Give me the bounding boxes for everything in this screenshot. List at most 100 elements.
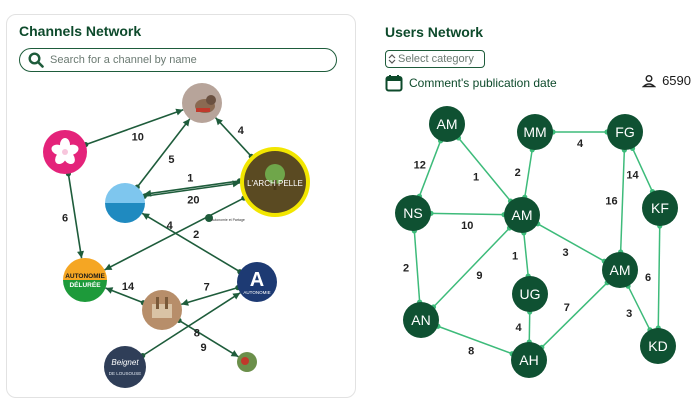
edge-arrowhead	[143, 189, 152, 197]
channel-edge-weight: 6	[62, 213, 68, 225]
channel-edge-weight: 8	[194, 328, 200, 340]
user-node-UG[interactable]: UG	[512, 276, 548, 312]
channel-edge[interactable]	[85, 108, 184, 146]
user-edge[interactable]	[627, 285, 651, 331]
users-network-panel: Users Network Select category Comment's …	[377, 14, 695, 398]
user-edge[interactable]	[631, 148, 654, 192]
user-edge[interactable]	[437, 325, 513, 355]
channel-edge[interactable]	[214, 117, 252, 157]
edge-arrowhead	[232, 292, 241, 300]
channel-node-flower[interactable]	[43, 130, 87, 174]
user-edge[interactable]	[619, 149, 626, 253]
user-edge-weight: 2	[403, 262, 409, 274]
channel-edge[interactable]	[67, 173, 83, 259]
user-edge[interactable]	[413, 230, 421, 303]
channel-edge-weight: 7	[204, 281, 210, 293]
channel-edge-weight: 4	[167, 220, 174, 232]
edge-arrowhead	[230, 350, 239, 357]
user-edge-weight: 10	[461, 220, 473, 232]
channel-node-beach[interactable]	[105, 183, 145, 223]
user-edge-weight: 2	[515, 167, 521, 179]
user-node-label: AM	[512, 207, 533, 223]
autonomie-label-top: AUTONOMIE	[65, 273, 105, 280]
user-node-AM3[interactable]: AM	[602, 252, 638, 288]
user-node-KF[interactable]: KF	[642, 190, 678, 226]
channel-edge[interactable]	[178, 319, 239, 358]
user-edge-weight: 7	[564, 302, 570, 314]
user-edge[interactable]	[537, 223, 605, 262]
user-count: 6590	[642, 73, 691, 88]
edge-arrowhead	[175, 108, 184, 116]
user-icon	[642, 74, 657, 87]
user-count-value: 6590	[662, 73, 691, 88]
user-edge[interactable]	[657, 225, 661, 329]
user-edge-weight: 4	[577, 138, 584, 150]
channel-edge[interactable]	[144, 182, 240, 198]
user-node-label: AM	[610, 262, 631, 278]
channel-node-tiny[interactable]	[237, 352, 257, 372]
user-node-label: KF	[651, 200, 669, 216]
channel-edge[interactable]	[104, 197, 245, 271]
channel-edge[interactable]	[136, 118, 191, 188]
channel-node-archipelle[interactable]: L'ARCH PELLE	[240, 147, 310, 217]
channel-node-small[interactable]: Autonomie et Partage	[205, 214, 245, 222]
channel-node-cat[interactable]	[182, 83, 222, 123]
user-edge-weight: 16	[605, 196, 617, 208]
channel-edge[interactable]	[141, 212, 241, 273]
user-node-label: NS	[403, 205, 422, 221]
user-node-label: KD	[648, 338, 667, 354]
channel-edge-weight: 5	[168, 154, 174, 166]
beignet-label-top: Beignet	[111, 358, 139, 367]
user-edge[interactable]	[457, 137, 512, 202]
beignet-label-bottom: DE LOUSOUSE	[109, 371, 142, 376]
user-node-FG[interactable]: FG	[607, 114, 643, 150]
user-node-MM[interactable]: MM	[517, 114, 553, 150]
channel-search-field[interactable]: Search for a channel by name	[19, 48, 337, 72]
edge-arrowhead	[105, 287, 114, 294]
channel-edge[interactable]	[180, 286, 239, 306]
user-nodes: AM MM FG NS AM KF UG AM AN AH KD	[395, 106, 678, 378]
channel-edge[interactable]	[142, 292, 241, 357]
chevron-updown-icon	[388, 54, 396, 64]
beach-photo-icon	[105, 183, 145, 223]
user-node-AH[interactable]: AH	[511, 342, 547, 378]
category-select-value: Select category	[398, 53, 474, 65]
channels-network-panel: Channels Network Search for a channel by…	[6, 14, 356, 398]
channel-search-input[interactable]: Search for a channel by name	[50, 54, 197, 66]
channel-node-beignet[interactable]: Beignet DE LOUSOUSE	[104, 346, 146, 388]
user-edge[interactable]	[541, 282, 608, 348]
user-edge-weight: 4	[515, 322, 522, 334]
calendar-icon[interactable]	[385, 74, 403, 92]
channel-edge[interactable]	[143, 180, 240, 196]
small-logo-label: Autonomie et Partage	[211, 218, 245, 222]
user-edge[interactable]	[523, 232, 529, 277]
category-select[interactable]: Select category	[385, 50, 485, 68]
user-node-label: UG	[520, 286, 541, 302]
user-edge[interactable]	[432, 227, 511, 308]
user-node-NS[interactable]: NS	[395, 195, 431, 231]
date-filter-label: Comment's publication date	[409, 76, 557, 90]
user-node-AN[interactable]: AN	[403, 302, 439, 338]
user-edge-weight: 3	[563, 247, 569, 259]
user-edge-weight: 1	[473, 171, 479, 183]
user-node-label: AN	[411, 312, 430, 328]
channel-edge-weight: 4	[238, 125, 245, 137]
user-node-KD[interactable]: KD	[640, 328, 676, 364]
user-edge[interactable]	[418, 140, 442, 197]
user-node-AM2[interactable]: AM	[504, 197, 540, 233]
user-node-AM1[interactable]: AM	[429, 106, 465, 142]
user-edge[interactable]	[430, 212, 505, 216]
a-logo-letter: A	[250, 269, 264, 291]
channel-node-tools[interactable]	[142, 290, 182, 330]
channel-edge-weight: 20	[187, 194, 199, 206]
user-edge-weight: 1	[512, 251, 518, 263]
user-edge[interactable]	[524, 149, 533, 198]
user-edge-weight: 12	[414, 160, 426, 172]
date-filter[interactable]: Comment's publication date	[385, 74, 557, 92]
